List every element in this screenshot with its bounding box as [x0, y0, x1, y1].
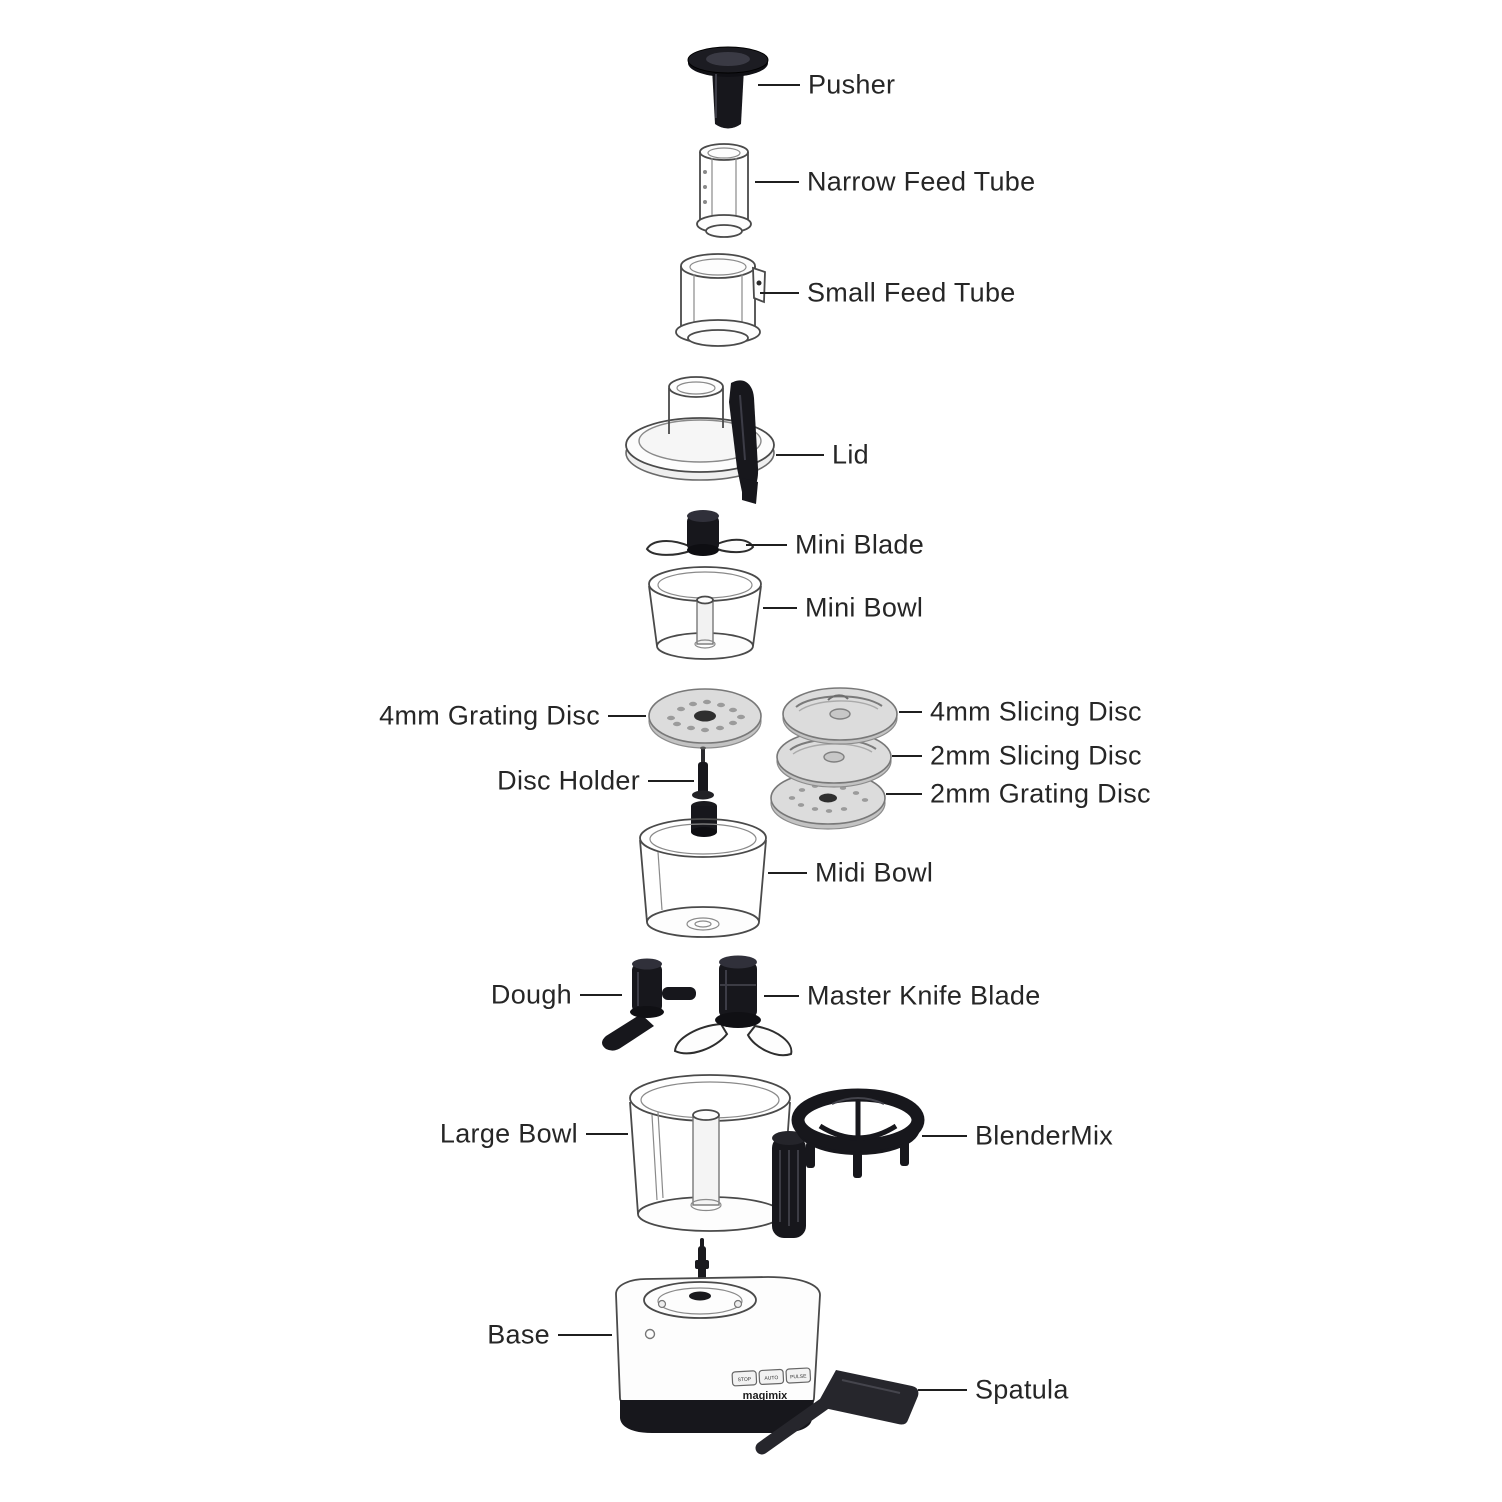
- label-pusher: Pusher: [808, 69, 896, 100]
- label-large-bowl: Large Bowl: [439, 1118, 578, 1149]
- master-knife-blade-part: [673, 955, 793, 1057]
- label-slicing-disc-4mm: 4mm Slicing Disc: [930, 696, 1142, 727]
- label-blendermix: BlenderMix: [975, 1120, 1114, 1151]
- midi-bowl-part: [639, 801, 767, 938]
- base-button-auto: AUTO: [764, 1375, 778, 1382]
- label-slicing-disc-2mm: 2mm Slicing Disc: [930, 740, 1142, 771]
- small-feed-tube-part: [675, 253, 766, 347]
- label-base: Base: [487, 1319, 550, 1350]
- label-disc-holder: Disc Holder: [497, 765, 640, 796]
- label-mini-bowl: Mini Bowl: [805, 592, 924, 623]
- pusher-part: [687, 46, 769, 129]
- label-midi-bowl: Midi Bowl: [815, 857, 934, 888]
- base-brand-text: magimix: [743, 1390, 789, 1402]
- mini-bowl-part: [648, 566, 762, 660]
- label-grating-disc-4mm: 4mm Grating Disc: [379, 700, 600, 731]
- label-grating-disc-2mm: 2mm Grating Disc: [930, 778, 1151, 809]
- label-narrow-feed-tube: Narrow Feed Tube: [807, 166, 1036, 197]
- label-small-feed-tube: Small Feed Tube: [807, 277, 1016, 308]
- large-bowl-part: [629, 1074, 806, 1238]
- base-part: STOP AUTO PULSE magimix: [615, 1238, 821, 1433]
- narrow-feed-tube-part: [696, 143, 752, 238]
- lid-part: [625, 376, 775, 504]
- base-button-stop: STOP: [738, 1376, 752, 1383]
- slicing-disc-4mm-part: [782, 687, 898, 745]
- label-spatula: Spatula: [975, 1374, 1069, 1405]
- dough-blade-part: [602, 958, 696, 1051]
- blendermix-part: [791, 1088, 925, 1178]
- label-mini-blade: Mini Blade: [795, 529, 925, 560]
- mini-blade-part: [645, 510, 755, 556]
- leader-lines: [558, 84, 967, 1391]
- disc-holder-part: [692, 746, 714, 800]
- base-button-pulse: PULSE: [790, 1374, 807, 1381]
- label-dough: Dough: [490, 979, 572, 1010]
- label-lid: Lid: [832, 439, 869, 470]
- label-master-knife-blade: Master Knife Blade: [807, 980, 1041, 1011]
- grating-disc-4mm-part: [648, 688, 762, 749]
- spatula-part: [755, 1370, 919, 1455]
